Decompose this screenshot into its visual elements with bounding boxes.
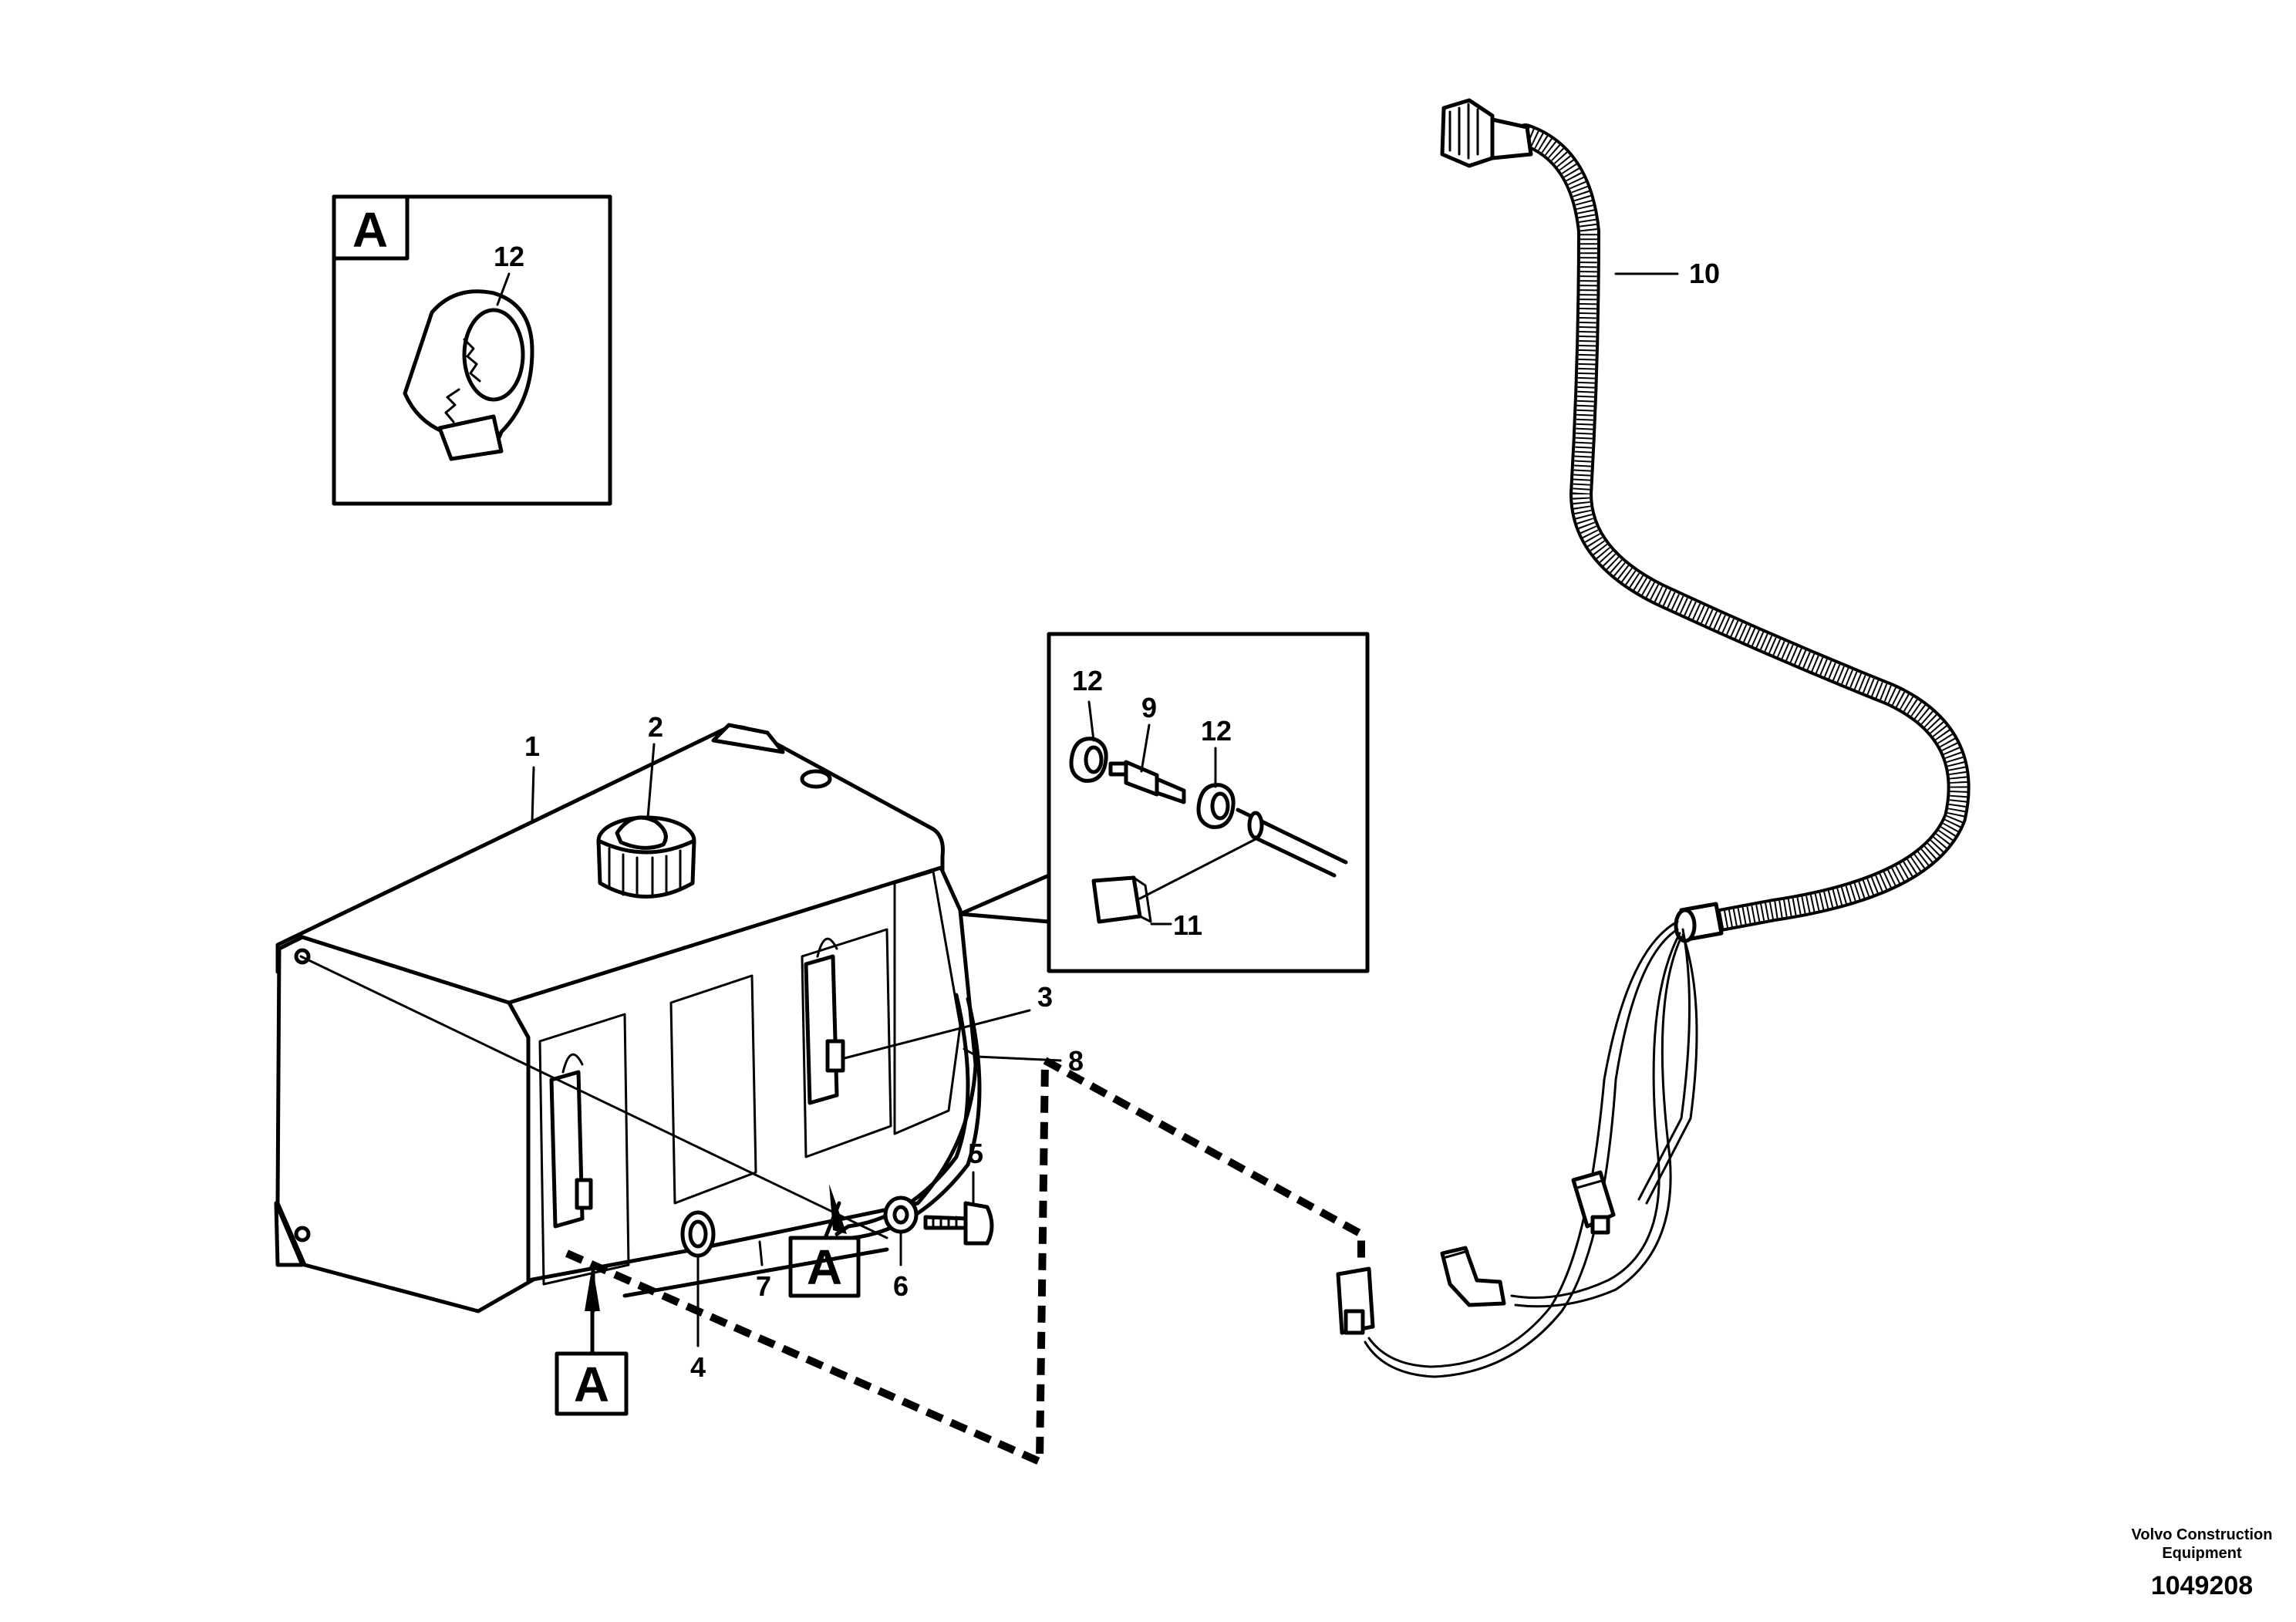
detail-a-label: A	[352, 202, 388, 258]
company-name-line1: Volvo Construction	[2132, 1526, 2273, 1543]
level-sensor-3	[804, 937, 845, 1105]
callout-4: 4	[690, 1351, 706, 1383]
harness-connector-right	[1571, 1170, 1616, 1235]
company-name-line2: Equipment	[2162, 1545, 2242, 1562]
callout-12-detail: 12	[494, 241, 524, 272]
hose-nipple-9	[1108, 760, 1186, 804]
filler-cap-2	[596, 815, 696, 899]
detail-a-marker-left: A	[555, 1265, 629, 1416]
wiring-harness-10	[1336, 98, 1971, 1378]
grommet-4	[680, 1210, 716, 1258]
harness-connector-middle	[1440, 1246, 1506, 1307]
callout-1: 1	[524, 730, 540, 762]
bolt-5	[923, 1201, 994, 1246]
drawing-number: 1049208	[2151, 1571, 2253, 1600]
callout-7: 7	[756, 1270, 771, 1302]
callout-8: 8	[1068, 1045, 1084, 1077]
callout-2: 2	[648, 711, 663, 743]
harness-connector-left	[1336, 1266, 1375, 1335]
callout-5: 5	[968, 1138, 983, 1169]
dashed-connection-line	[565, 1054, 1365, 1468]
callout-3: 3	[1037, 981, 1053, 1013]
hose-fitting-detail-box: 12 9 12 11	[958, 632, 1370, 973]
washer-tank-1	[274, 723, 982, 1313]
main-harness-connector	[1440, 98, 1533, 168]
detail-a-marker-right: A	[788, 1184, 861, 1298]
detail-a-marker-left-label: A	[574, 1357, 609, 1412]
clamp-12-small-left	[1069, 737, 1108, 783]
detail-a-marker-right-label: A	[807, 1239, 842, 1295]
washer-pump-connector-left	[549, 1053, 593, 1229]
footer-block: Volvo Construction Equipment 1049208	[2132, 1526, 2273, 1600]
washer-6	[883, 1195, 919, 1234]
callout-12-right: 12	[1201, 715, 1232, 747]
callout-11: 11	[1173, 909, 1202, 941]
clamp-12-detail-drawing	[403, 289, 534, 461]
clamp-12-small-right	[1196, 783, 1236, 829]
callout-6: 6	[893, 1270, 909, 1302]
callout-10: 10	[1689, 258, 1720, 289]
detail-a-box: A 12	[332, 194, 612, 506]
callout-9: 9	[1141, 692, 1157, 723]
plug-11	[1091, 875, 1152, 924]
callout-12-left: 12	[1072, 665, 1103, 696]
